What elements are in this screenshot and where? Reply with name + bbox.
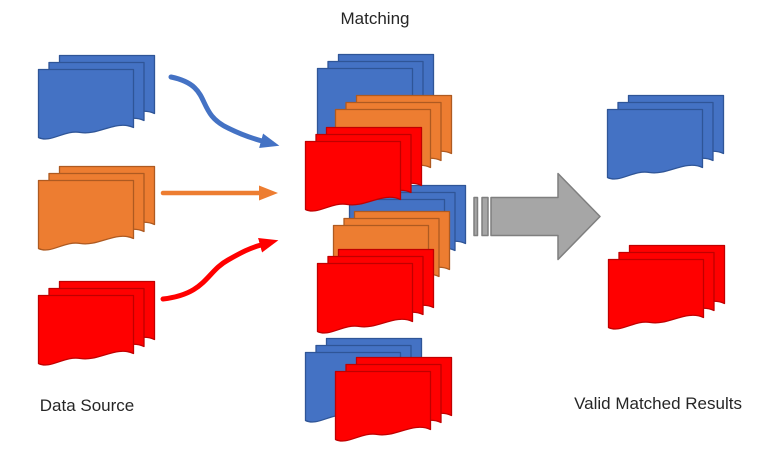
source-stack-red	[37, 280, 156, 366]
match-cluster3-red	[334, 356, 453, 442]
document-page	[607, 258, 705, 330]
document-page	[304, 140, 402, 212]
match-cluster2-red	[316, 248, 435, 334]
flow-arrow-red	[160, 238, 279, 302]
striped-result-arrow	[473, 172, 601, 261]
striped-arrow-segment	[481, 196, 489, 237]
document-page	[37, 294, 135, 366]
document-page	[334, 370, 432, 442]
results-label: Valid Matched Results	[574, 394, 742, 413]
document-page	[606, 108, 704, 180]
result-stack-red	[607, 244, 726, 330]
matching-label: Matching	[340, 9, 410, 28]
striped-arrow-segment	[473, 196, 479, 237]
document-page	[316, 262, 414, 334]
striped-arrow-segment	[490, 172, 601, 261]
data-source-label: Data Source	[39, 396, 135, 415]
document-page	[37, 68, 135, 140]
document-page	[37, 179, 135, 251]
match-cluster1-red	[304, 126, 423, 212]
source-stack-orange	[37, 165, 156, 251]
source-stack-blue	[37, 54, 156, 140]
flow-arrow-blue	[168, 74, 280, 148]
result-stack-blue	[606, 94, 725, 180]
